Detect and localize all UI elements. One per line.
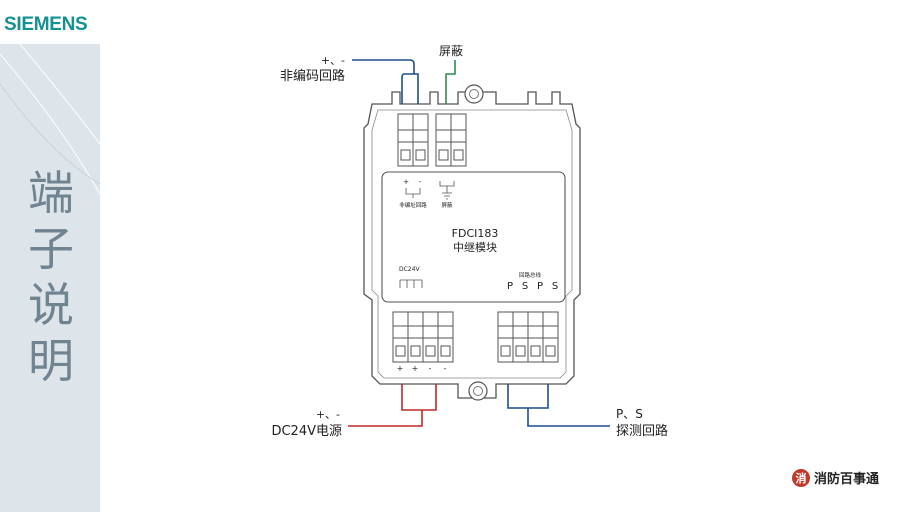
- brand-strip: [0, 0, 100, 44]
- svg-text:+: +: [403, 178, 409, 186]
- power-wire: [348, 384, 437, 427]
- module-model: FDCI183: [452, 227, 499, 240]
- shield-label: 屏蔽: [439, 44, 463, 58]
- noncoded-wire: [352, 59, 419, 104]
- ps-letter-3: P: [537, 281, 543, 292]
- footer-logo: 消 消防百事通: [792, 468, 879, 487]
- bottom-terminal-block-loop: [497, 311, 559, 363]
- noncoded-small-label: 非编址回路: [399, 201, 427, 209]
- shield-small-label: 屏蔽: [441, 201, 453, 209]
- ps-letter-1: P: [507, 281, 513, 292]
- shield-symbol: [439, 181, 455, 200]
- pin-mark-2: +: [412, 364, 419, 373]
- module-name: 中继模块: [453, 241, 497, 254]
- sidebar-panel: SIEMENS 端子说明: [0, 0, 100, 512]
- page-title: 端子说明: [28, 166, 74, 388]
- detect-loop-label: 探测回路: [616, 423, 668, 439]
- dc24v-small-label: DC24V: [399, 266, 420, 273]
- shield-wire: [445, 60, 456, 104]
- pin-mark-3: -: [429, 364, 432, 373]
- dc24v-symbol: [399, 279, 423, 288]
- footer-logo-text: 消防百事通: [814, 472, 880, 487]
- top-terminal-block-shield: [435, 113, 467, 167]
- noncoded-symbol: + -: [403, 178, 422, 198]
- ps-letter-4: S: [552, 281, 558, 292]
- pin-mark-4: -: [444, 364, 447, 373]
- loop-bus-small-label: 回路总线: [519, 271, 542, 279]
- power-label: DC24V电源: [271, 424, 342, 439]
- decorative-arcs: [0, 44, 100, 195]
- bottom-terminal-block-power: [392, 311, 454, 363]
- power-pins-label: +、-: [316, 408, 340, 421]
- siemens-logo: SIEMENS: [4, 14, 88, 35]
- noncoded-loop-label: 非编码回路: [280, 68, 345, 84]
- fire-logo-icon: 消: [792, 468, 810, 487]
- detect-wire: [507, 384, 610, 427]
- top-terminal-block-noncoded: [397, 113, 429, 167]
- svg-text:-: -: [419, 178, 422, 186]
- detect-pins-label: P、S: [616, 407, 643, 421]
- ps-letter-2: S: [522, 281, 528, 292]
- pin-mark-1: +: [397, 364, 404, 373]
- noncoded-pins-label: +、-: [321, 54, 345, 67]
